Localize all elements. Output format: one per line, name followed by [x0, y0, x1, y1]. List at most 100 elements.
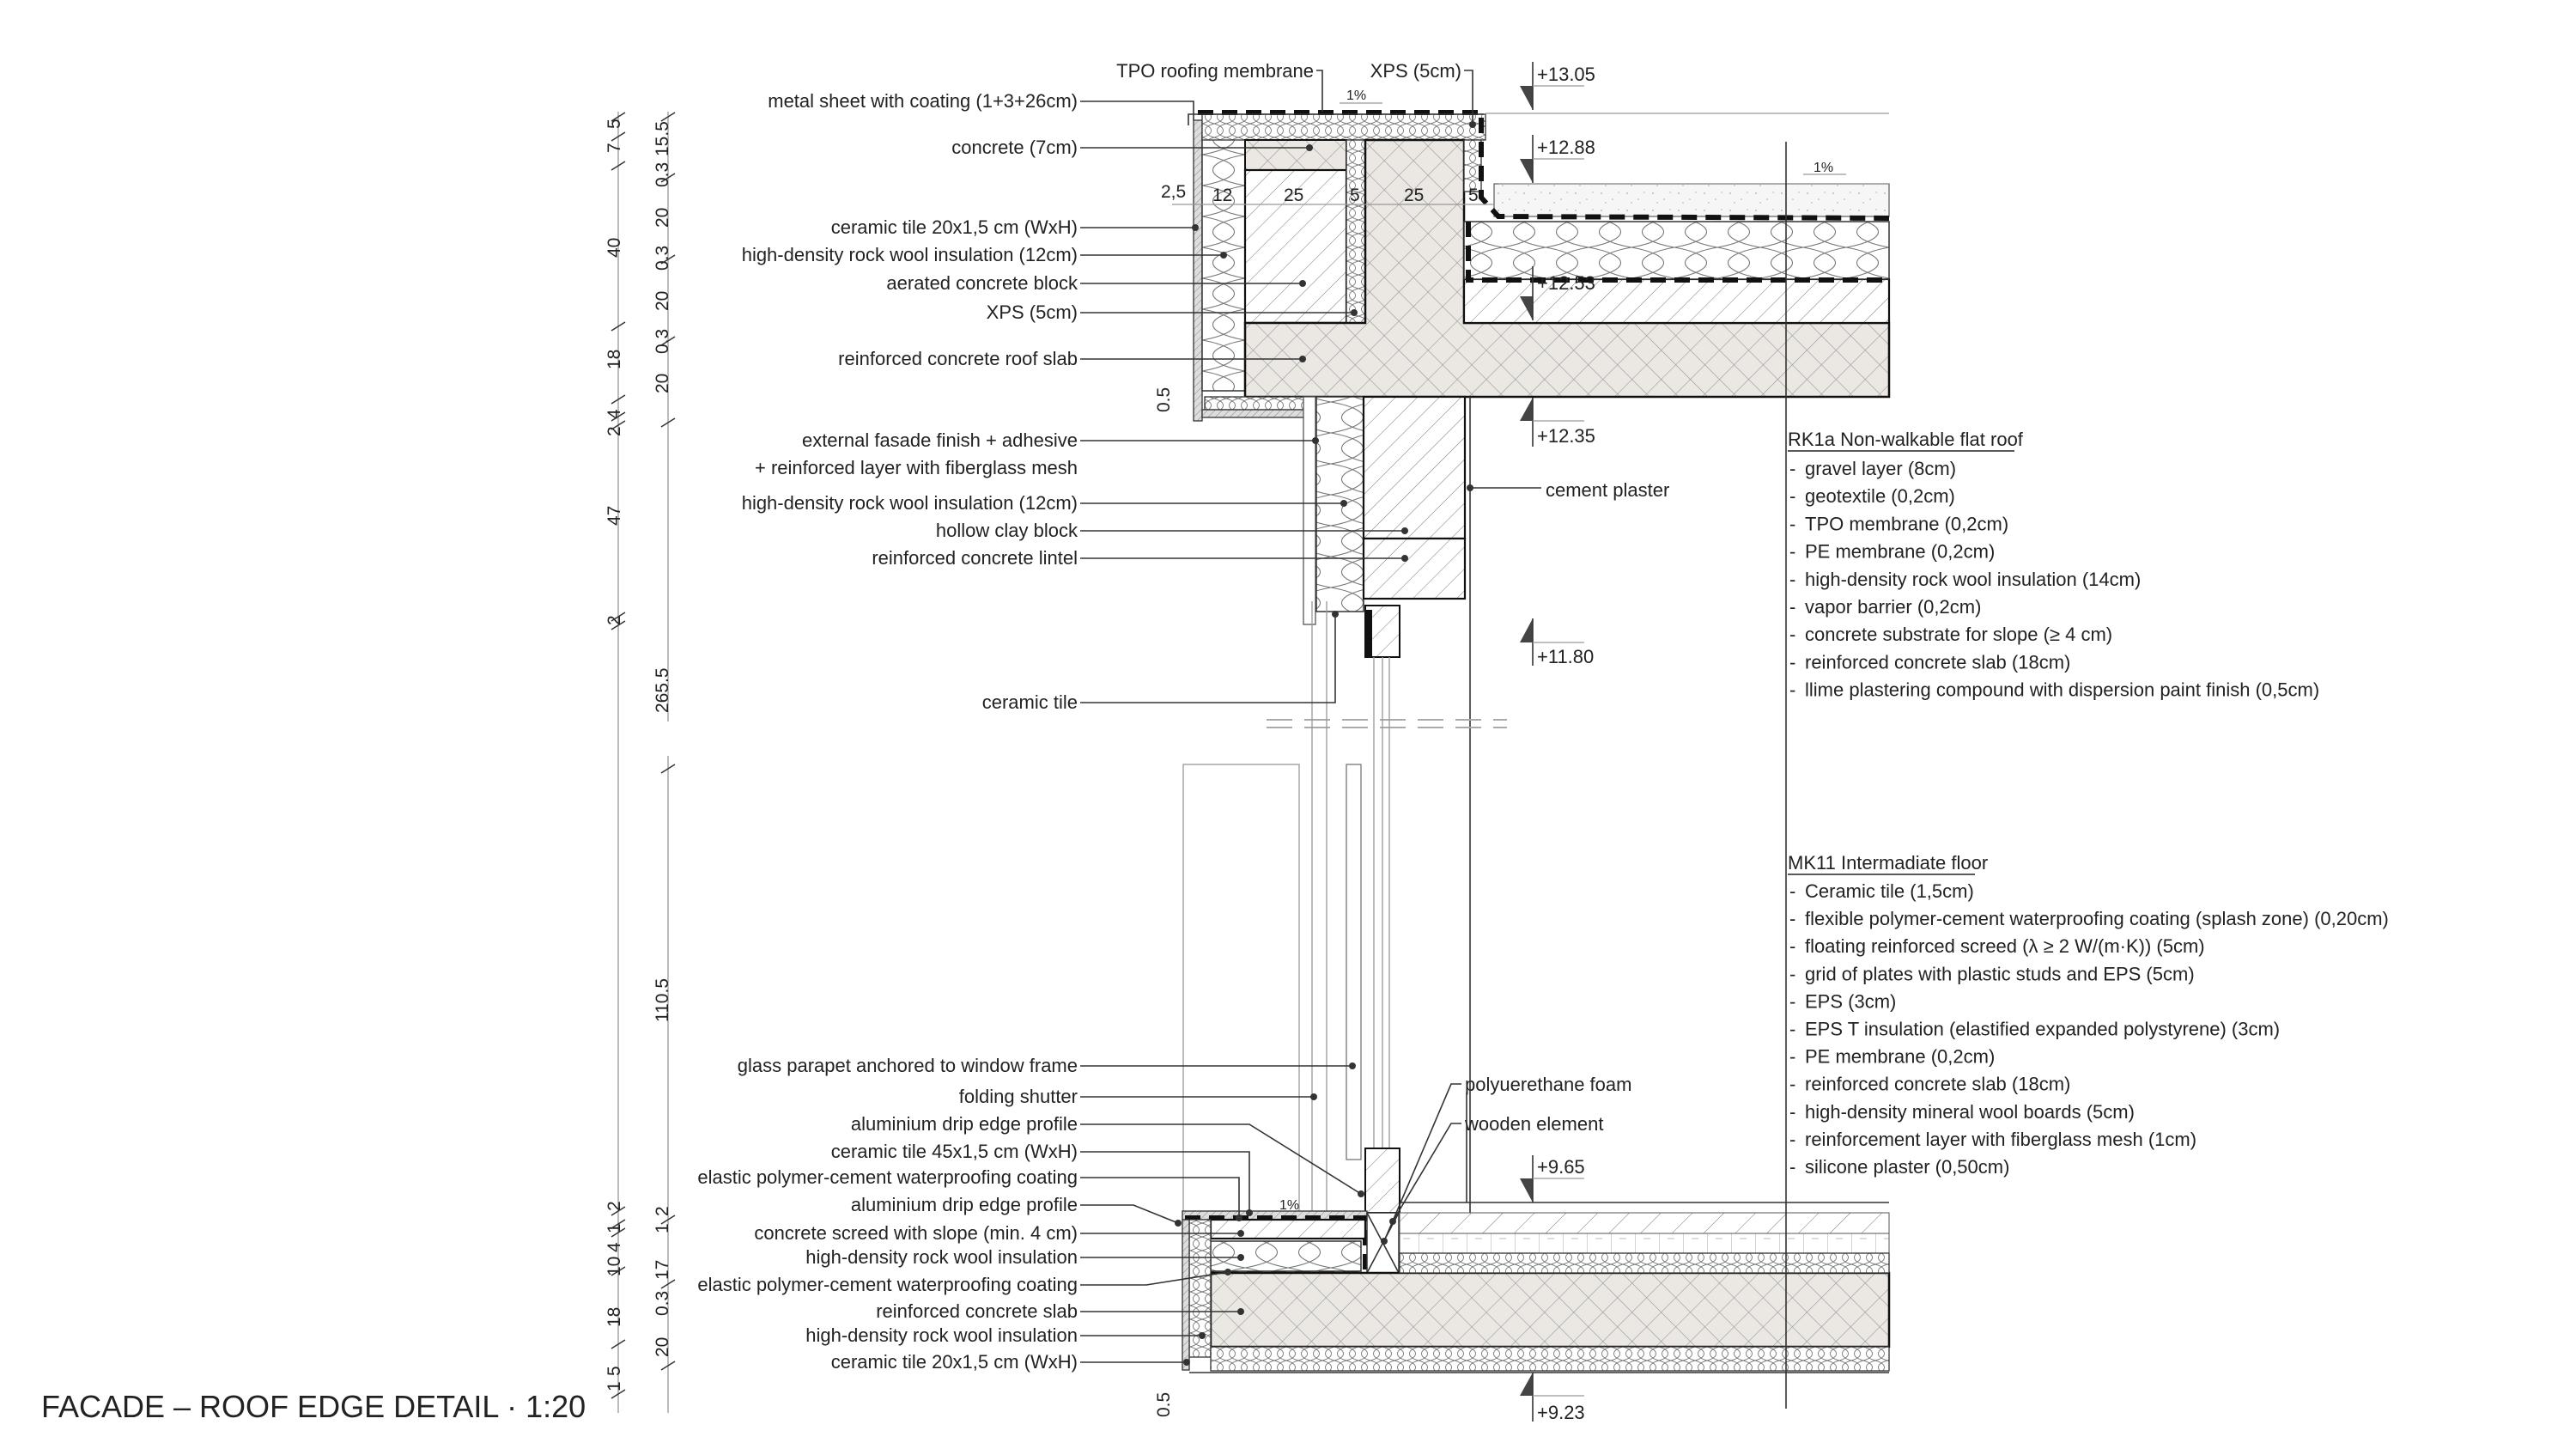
dimension-labels-inner: 15.5 0.3 20 0.3 20 0.3 20 265.5 110.5 2 … [653, 121, 1174, 1417]
dim-2c: 2 [605, 1201, 624, 1211]
dim-1: 1 [605, 1223, 624, 1233]
dim-0-3d: 0.3 [653, 1291, 672, 1316]
legend-roof-bullet: - [1789, 569, 1795, 590]
label-metal-sheet: metal sheet with coating (1+3+26cm) [768, 90, 1078, 112]
legend-floor-item: Ceramic tile (1,5cm) [1805, 880, 1974, 902]
dim-265-5: 265.5 [653, 667, 672, 713]
aerated-concrete-block [1243, 168, 1348, 325]
legend-roof-item: llime plastering compound with dispersio… [1805, 679, 2319, 701]
dim-0-3c: 0.3 [653, 329, 672, 354]
metal-coping [1188, 113, 1484, 125]
legend-roof: RK1a Non-walkable flat roof -gravel laye… [1788, 429, 2319, 701]
ceramic-tile-strip [1193, 119, 1203, 422]
legend-floor-item: EPS (3cm) [1805, 990, 1896, 1012]
tpo-membrane [1198, 110, 1890, 221]
legend-floor: MK11 Intermadiate floor -Ceramic tile (1… [1788, 852, 2389, 1178]
level-markers: +13.05 +12.88 +12.53 +12.35 +11.80 +9.65 [1520, 62, 1595, 1423]
label-ceramic-tile-lower: ceramic tile 20x1,5 cm (WxH) [831, 1351, 1078, 1373]
slope-concrete [1462, 277, 1891, 325]
label-waterproofing-1: elastic polymer-cement waterproofing coa… [697, 1166, 1078, 1188]
dim-10: 10 [605, 1257, 624, 1276]
label-waterproofing-2: elastic polymer-cement waterproofing coa… [697, 1274, 1078, 1295]
dim-18: 18 [605, 350, 624, 369]
svg-text:+13.05: +13.05 [1537, 64, 1595, 85]
label-facade-finish: external fasade finish + adhesive [802, 429, 1078, 451]
wall-dim-25a: 25 [1284, 186, 1303, 205]
legend-floor-item: flexible polymer-cement waterproofing co… [1805, 908, 2389, 929]
dim-4b: 4 [605, 1242, 624, 1252]
label-concrete-screed: concrete screed with slope (min. 4 cm) [754, 1222, 1078, 1244]
legend-roof-item: geotextile (0,2cm) [1805, 485, 1955, 507]
slab-edge-tile [1182, 1219, 1190, 1371]
legend-floor-item: silicone plaster (0,50cm) [1805, 1156, 2009, 1178]
dim-1c: 1 [653, 1223, 672, 1233]
dimension-labels-outer: 5 7 40 18 4 2 47 2 1 4 10 18 5 1 2 [605, 119, 624, 1391]
legend-roof-item: vapor barrier (0,2cm) [1805, 596, 1981, 618]
rock-wool-parapet [1201, 132, 1246, 392]
balcony-waterproofing [1185, 1215, 1368, 1274]
label-hollow-clay-block: hollow clay block [936, 520, 1078, 541]
legend-roof-bullet: - [1789, 458, 1795, 479]
legend-floor-item: grid of plates with plastic studs and EP… [1805, 963, 2195, 984]
legend-roof-item: concrete substrate for slope (≥ 4 cm) [1805, 624, 2112, 645]
svg-text:+9.65: +9.65 [1537, 1156, 1585, 1178]
legend-roof-bullet: - [1789, 651, 1795, 673]
legend-floor-bullet: - [1789, 1074, 1795, 1095]
legend-floor-title: MK11 Intermadiate floor [1788, 852, 1988, 874]
legend-floor-bullet: - [1789, 990, 1795, 1012]
dim-20c: 20 [653, 374, 672, 393]
dim-5b: 5 [605, 1366, 624, 1376]
dim-5: 5 [605, 119, 624, 129]
dim-20d: 20 [653, 1337, 672, 1357]
roof-parapet-section [1172, 110, 1891, 422]
legend-floor-item: EPS T insulation (elastified expanded po… [1805, 1019, 2280, 1040]
legend-floor-bullet: - [1789, 1101, 1795, 1123]
labels-lower: glass parapet anchored to window frame f… [697, 1055, 1364, 1373]
dim-20a: 20 [653, 208, 672, 228]
label-rock-wool-middle: high-density rock wool insulation (12cm) [742, 492, 1078, 514]
dim-2: 2 [605, 426, 624, 436]
legend-roof-bullet: - [1789, 485, 1795, 507]
legend-floor-bullet: - [1789, 1129, 1795, 1150]
dim-18b: 18 [605, 1307, 624, 1327]
label-drip-profile-2: aluminium drip edge profile [851, 1194, 1078, 1215]
dim-0-3a: 0.3 [653, 162, 672, 187]
label-roof-slab: reinforced concrete roof slab [838, 348, 1078, 369]
level-12-53: +12.53 [1520, 266, 1595, 320]
legend-floor-list: -Ceramic tile (1,5cm)-flexible polymer-c… [1789, 880, 2389, 1178]
labels-upper: metal sheet with coating (1+3+26cm) conc… [742, 90, 1358, 369]
slope-parapet-label: 1% [1346, 88, 1366, 103]
dim-2d: 2 [653, 1206, 672, 1216]
label-cement-plaster: cement plaster [1546, 479, 1669, 501]
legend-roof-bullet: - [1789, 679, 1795, 701]
dim-15-5: 15.5 [653, 121, 672, 156]
hollow-clay-block [1362, 395, 1467, 540]
level-12-35: +12.35 [1520, 398, 1595, 447]
stud-plate-grid [1399, 1233, 1890, 1254]
dim-20b: 20 [653, 291, 672, 311]
dim-17: 17 [653, 1260, 672, 1280]
label-facade-finish-2: + reinforced layer with fiberglass mesh [755, 457, 1078, 478]
floor-section [1182, 1148, 1891, 1373]
label-ceramic-tile-mid: ceramic tile [982, 691, 1078, 713]
legend-floor-bullet: - [1789, 880, 1795, 902]
dimension-ticks [611, 112, 676, 1399]
dim-47: 47 [605, 506, 624, 526]
level-11-80: +11.80 [1520, 618, 1594, 667]
label-rock-wool-upper: high-density rock wool insulation (12cm) [742, 244, 1078, 265]
wall-dimension-labels: 2,5 12 25 5 25 5 [1161, 182, 1479, 205]
vapor-barrier [1466, 222, 1889, 283]
dim-0-3b: 0.3 [653, 246, 672, 271]
level-13-05: +13.05 [1520, 62, 1595, 110]
legend-roof-item: PE membrane (0,2cm) [1805, 541, 1995, 563]
svg-text:+12.35: +12.35 [1537, 425, 1595, 447]
label-concrete-7: concrete (7cm) [951, 137, 1078, 158]
dim-110-5: 110.5 [653, 978, 672, 1022]
labels-middle: external fasade finish + adhesive + rein… [742, 429, 1408, 713]
legend-floor-bullet: - [1789, 1019, 1795, 1040]
legend-roof-bullet: - [1789, 541, 1795, 563]
svg-text:+11.80: +11.80 [1537, 646, 1594, 667]
label-tpo-membrane: TPO roofing membrane [1116, 60, 1314, 82]
label-rock-wool-lower-2: high-density rock wool insulation [805, 1324, 1078, 1346]
